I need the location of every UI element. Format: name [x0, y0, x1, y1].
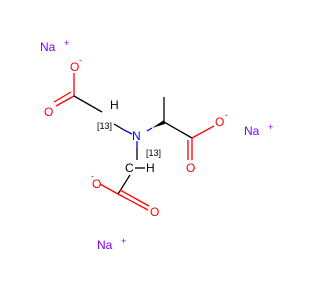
oxygen-upper-charge: - — [79, 55, 82, 65]
molecule-diagram: Na + Na + Na + O - O H [13] N O - O [13]… — [40, 38, 274, 252]
bond-ch2b-c3 — [117, 174, 131, 195]
oxygen-upper-carbonyl: O — [44, 105, 53, 119]
bond-c1-ch2a — [73, 95, 103, 113]
bond-calpha-c2 — [163, 121, 193, 139]
bond-ch2a-n-blue — [123, 129, 133, 135]
oxygen-lower-charge: - — [91, 171, 94, 181]
hydrogen-lower-ch2: H — [146, 161, 155, 175]
hydrogen-upper-ch2: H — [110, 98, 119, 112]
na-ion-top: Na — [40, 40, 56, 54]
isotope-label-lower: [13] — [146, 148, 161, 158]
bond-n-calpha-blue — [146, 127, 153, 132]
na-ion-bottom: Na — [97, 238, 113, 252]
oxygen-lower-anion: O — [92, 177, 101, 191]
bond-c1-o-double-a — [55, 95, 75, 107]
oxygen-right-anion: O — [215, 115, 224, 129]
na-right-charge: + — [268, 122, 273, 132]
bond-c3-o-double-b — [119, 189, 150, 207]
na-bottom-charge: + — [121, 236, 126, 246]
bond-c3-o-double-a — [117, 193, 149, 211]
bond-c2-o-single — [191, 125, 215, 139]
bond-c1-o-double-b — [53, 91, 72, 103]
oxygen-lower-carbonyl: O — [150, 205, 159, 219]
na-top-charge: + — [64, 38, 69, 48]
oxygen-right-carbonyl: O — [186, 161, 195, 175]
isotope-label-upper: [13] — [97, 121, 112, 131]
na-ion-right: Na — [244, 124, 260, 138]
carbon-lower-ch2: C — [125, 161, 134, 175]
oxygen-upper-anion: O — [70, 60, 79, 74]
wedge-n-calpha — [152, 120, 165, 128]
nitrogen-atom: N — [132, 129, 141, 143]
oxygen-right-charge: - — [225, 110, 228, 120]
bond-ch2a-n-black — [113, 123, 125, 131]
structure-svg: Na + Na + Na + O - O H [13] N O - O [13]… — [40, 38, 273, 252]
bond-c3-o-single — [99, 183, 119, 195]
